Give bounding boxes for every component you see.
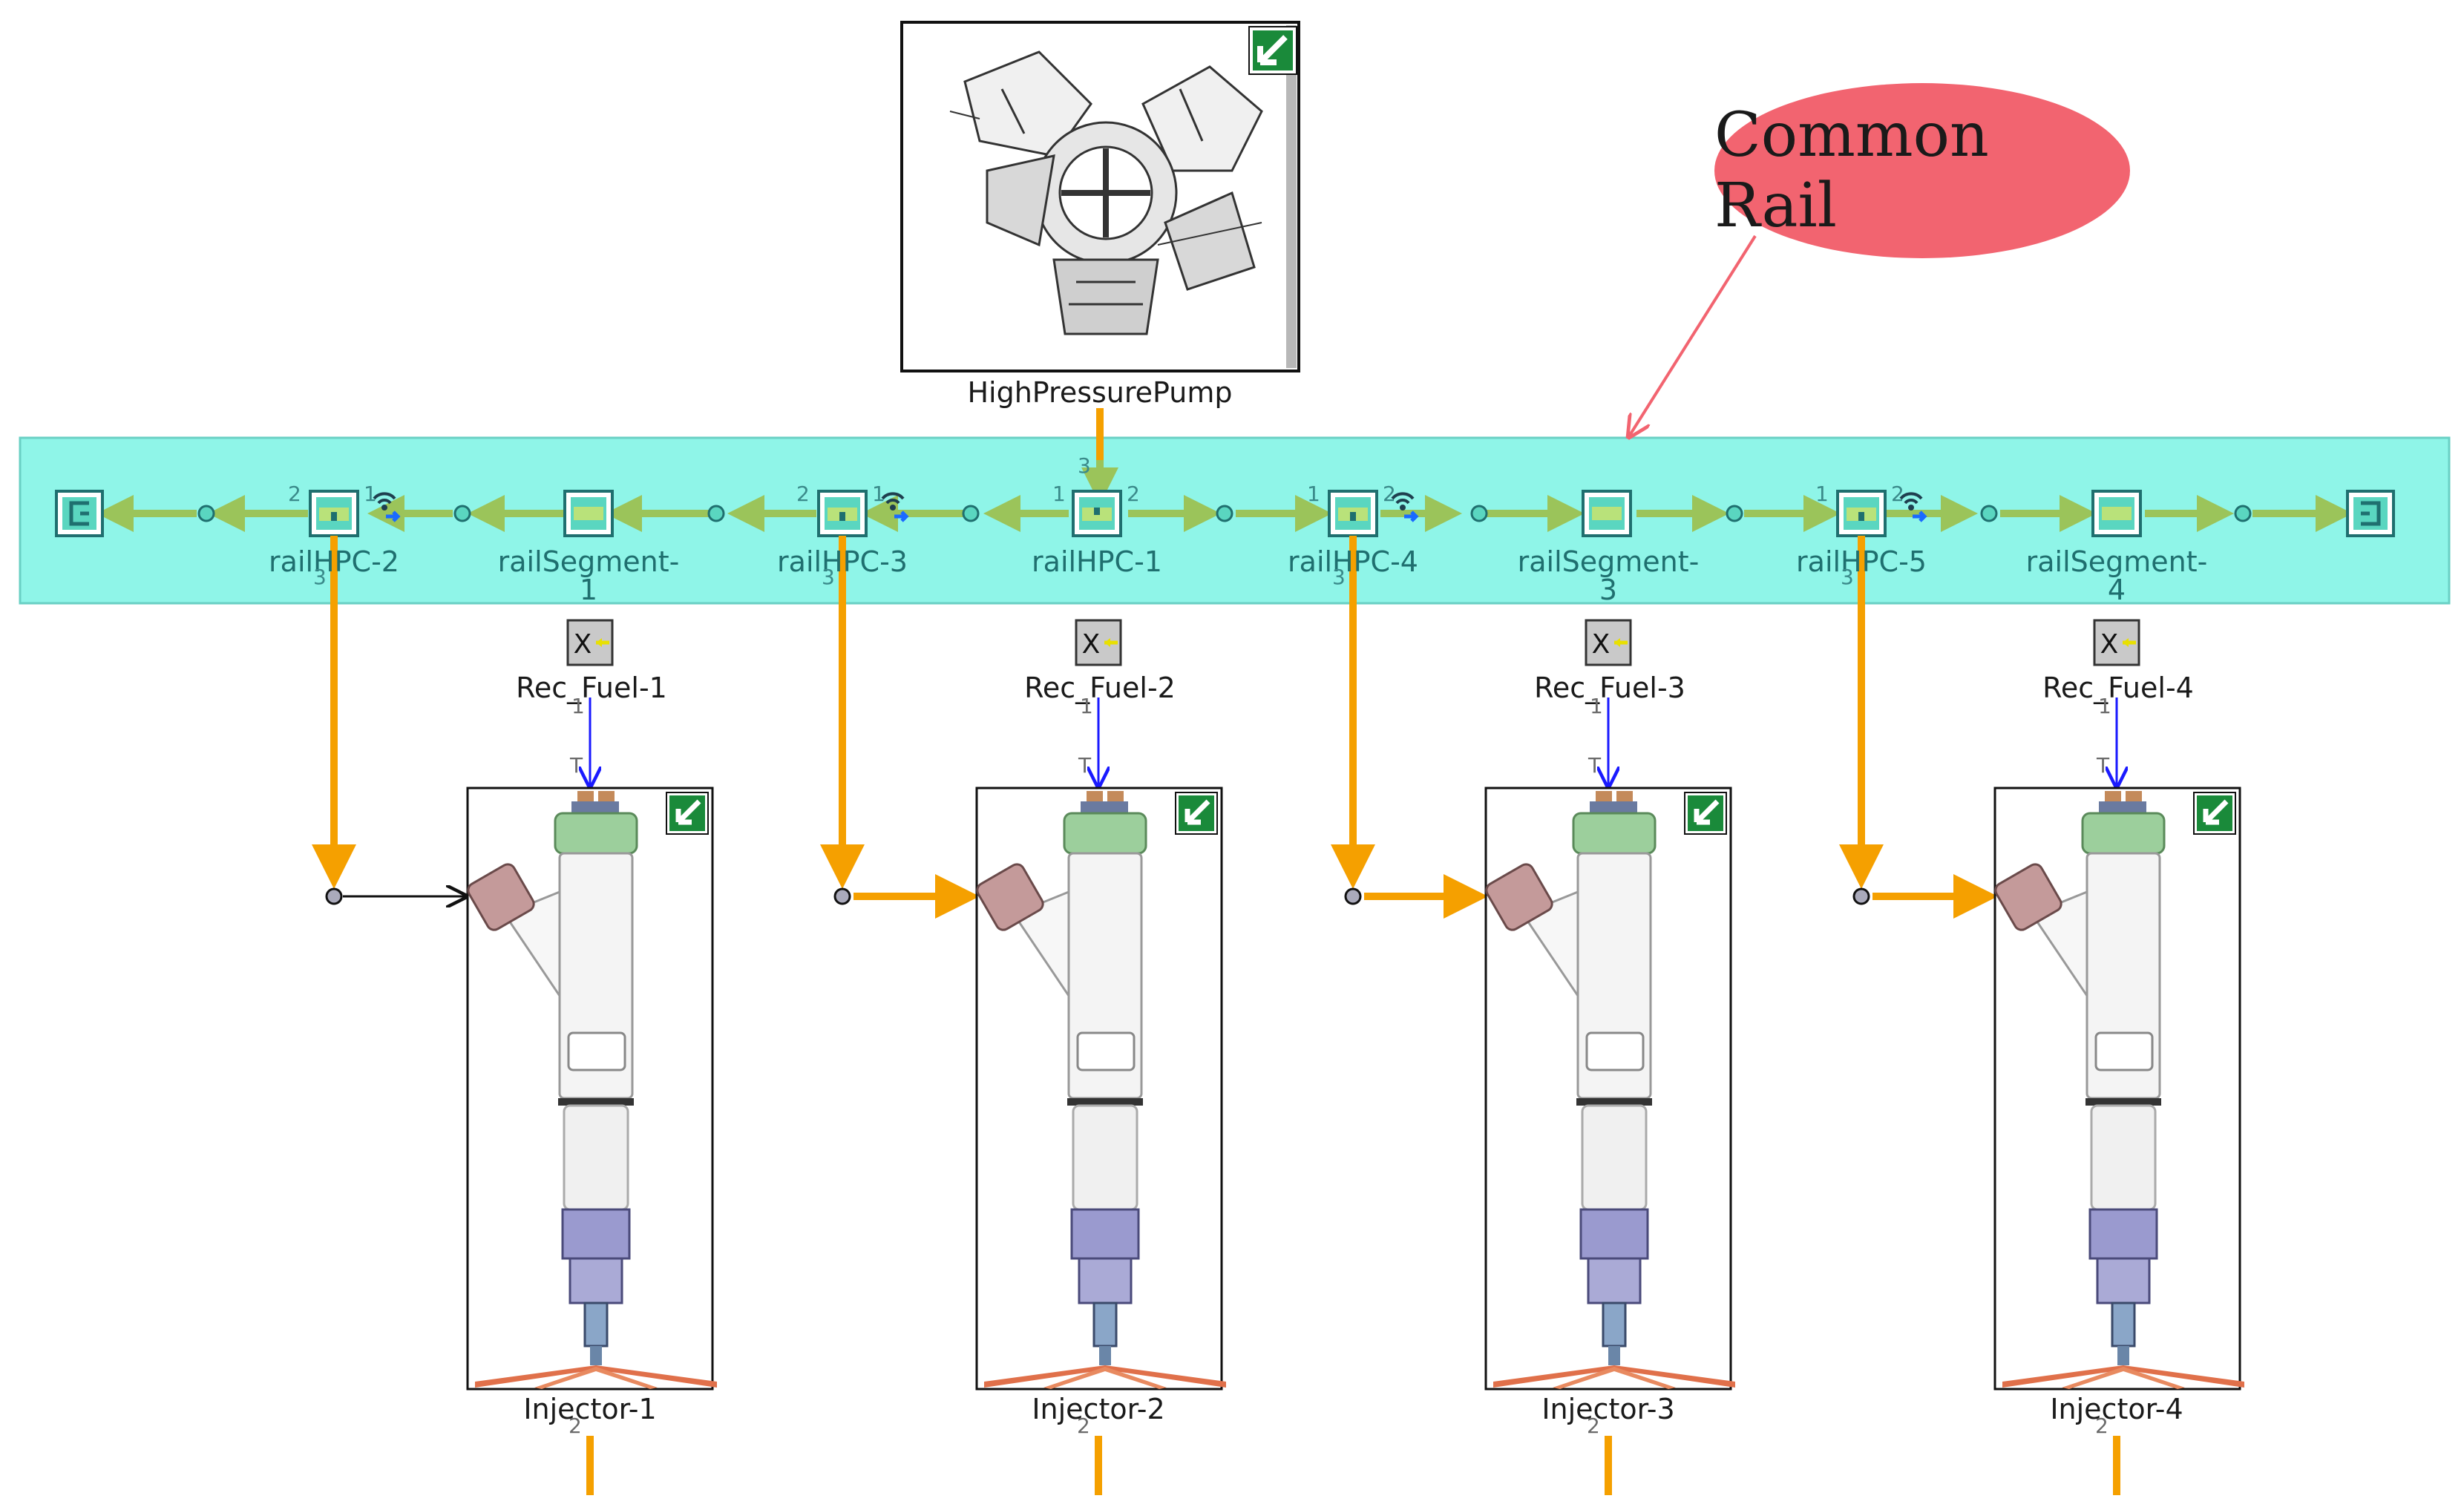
rail-hpc-3-label: railHPC-3: [777, 545, 908, 578]
rec-fuel-1[interactable]: [568, 620, 612, 665]
signal-lines: [590, 697, 2117, 787]
port-number: 1: [1052, 482, 1066, 506]
rec-fuel-1-label: Rec_Fuel-1: [516, 672, 667, 704]
rail-hpc-4[interactable]: [1328, 490, 1378, 537]
rail-hpc-4-label: railHPC-4: [1288, 545, 1418, 578]
port-number: 2: [569, 1414, 582, 1438]
common-rail-callout: Common Rail: [1714, 83, 2130, 258]
pump-cutaway-drawing-icon: [949, 50, 1263, 335]
common-rail-band[interactable]: [19, 436, 2451, 605]
port-number: 1: [1590, 694, 1603, 718]
port-number: T: [2097, 753, 2110, 778]
rail-hpc-1-label: railHPC-1: [1032, 545, 1162, 578]
port-number: 2: [1127, 482, 1140, 506]
port-number: 1: [1080, 694, 1093, 718]
rail-hpc-5-label: railHPC-5: [1796, 545, 1927, 578]
port-number: 2: [2095, 1414, 2109, 1438]
port-number: T: [1078, 753, 1092, 778]
port-number: 3: [1078, 453, 1091, 478]
rail-hpc-3[interactable]: [817, 490, 868, 537]
rail-segment-4[interactable]: [2091, 490, 2142, 537]
injector-2[interactable]: [974, 788, 1226, 1389]
rec-fuel-3-label: Rec_Fuel-3: [1534, 672, 1685, 704]
injector-3-label: Injector-3: [1541, 1393, 1675, 1425]
port-number: 3: [1841, 565, 1854, 589]
port-number: 2: [1891, 482, 1904, 506]
injector-1-label: Injector-1: [523, 1393, 657, 1425]
fuel-branch-lines: [312, 536, 2120, 1495]
port-number: T: [570, 753, 583, 778]
injector-3[interactable]: [1484, 788, 1735, 1389]
port-number: 1: [364, 482, 377, 506]
rail-hpc-2-label: railHPC-2: [269, 545, 399, 578]
rail-hpc-2[interactable]: [309, 490, 359, 537]
high-pressure-pump[interactable]: [900, 21, 1300, 372]
rail-segment-3-label: railSegment- 3: [1517, 545, 1700, 606]
rec-fuel-2-label: Rec_Fuel-2: [1024, 672, 1176, 704]
port-number: 3: [313, 565, 327, 589]
rail-hpc-5[interactable]: [1836, 490, 1887, 537]
injector-1[interactable]: [465, 788, 717, 1389]
port-number: 1: [571, 694, 585, 718]
port-number: T: [1588, 753, 1602, 778]
rec-fuel-2[interactable]: [1076, 620, 1121, 665]
branch-nodes: [325, 887, 1870, 905]
port-number: 1: [872, 482, 885, 506]
rail-hpc-1[interactable]: [1072, 490, 1122, 537]
callout-pointer: [1629, 234, 1757, 436]
callout-text: Common Rail: [1714, 100, 1989, 241]
injector-4[interactable]: [1993, 788, 2244, 1389]
port-number: 3: [1332, 565, 1346, 589]
port-number: 2: [796, 482, 810, 506]
rec-fuel-4[interactable]: [2094, 620, 2139, 665]
open-subsystem-icon[interactable]: [1248, 26, 1297, 75]
port-number: 2: [288, 482, 301, 506]
port-number: 2: [1077, 1414, 1090, 1438]
rec-fuel-4-label: Rec_Fuel-4: [2042, 672, 2194, 704]
injector-2-label: Injector-2: [1032, 1393, 1165, 1425]
port-number: 2: [1383, 482, 1396, 506]
rail-right-end-cap-icon[interactable]: [2346, 490, 2395, 537]
rail-segment-3[interactable]: [1582, 490, 1632, 537]
port-number: 3: [822, 565, 835, 589]
rec-fuel-3[interactable]: [1586, 620, 1631, 665]
rail-segment-1[interactable]: [563, 490, 614, 537]
port-number: 1: [1307, 482, 1320, 506]
port-number: 1: [2098, 694, 2111, 718]
rail-segment-1-label: railSegment- 1: [497, 545, 680, 606]
port-number: 2: [1587, 1414, 1600, 1438]
rail-left-end-cap-icon[interactable]: [55, 490, 104, 537]
port-number: 1: [1815, 482, 1829, 506]
injector-4-label: Injector-4: [2050, 1393, 2183, 1425]
pump-label: HighPressurePump: [967, 376, 1232, 409]
rail-segment-4-label: railSegment- 4: [2025, 545, 2208, 606]
